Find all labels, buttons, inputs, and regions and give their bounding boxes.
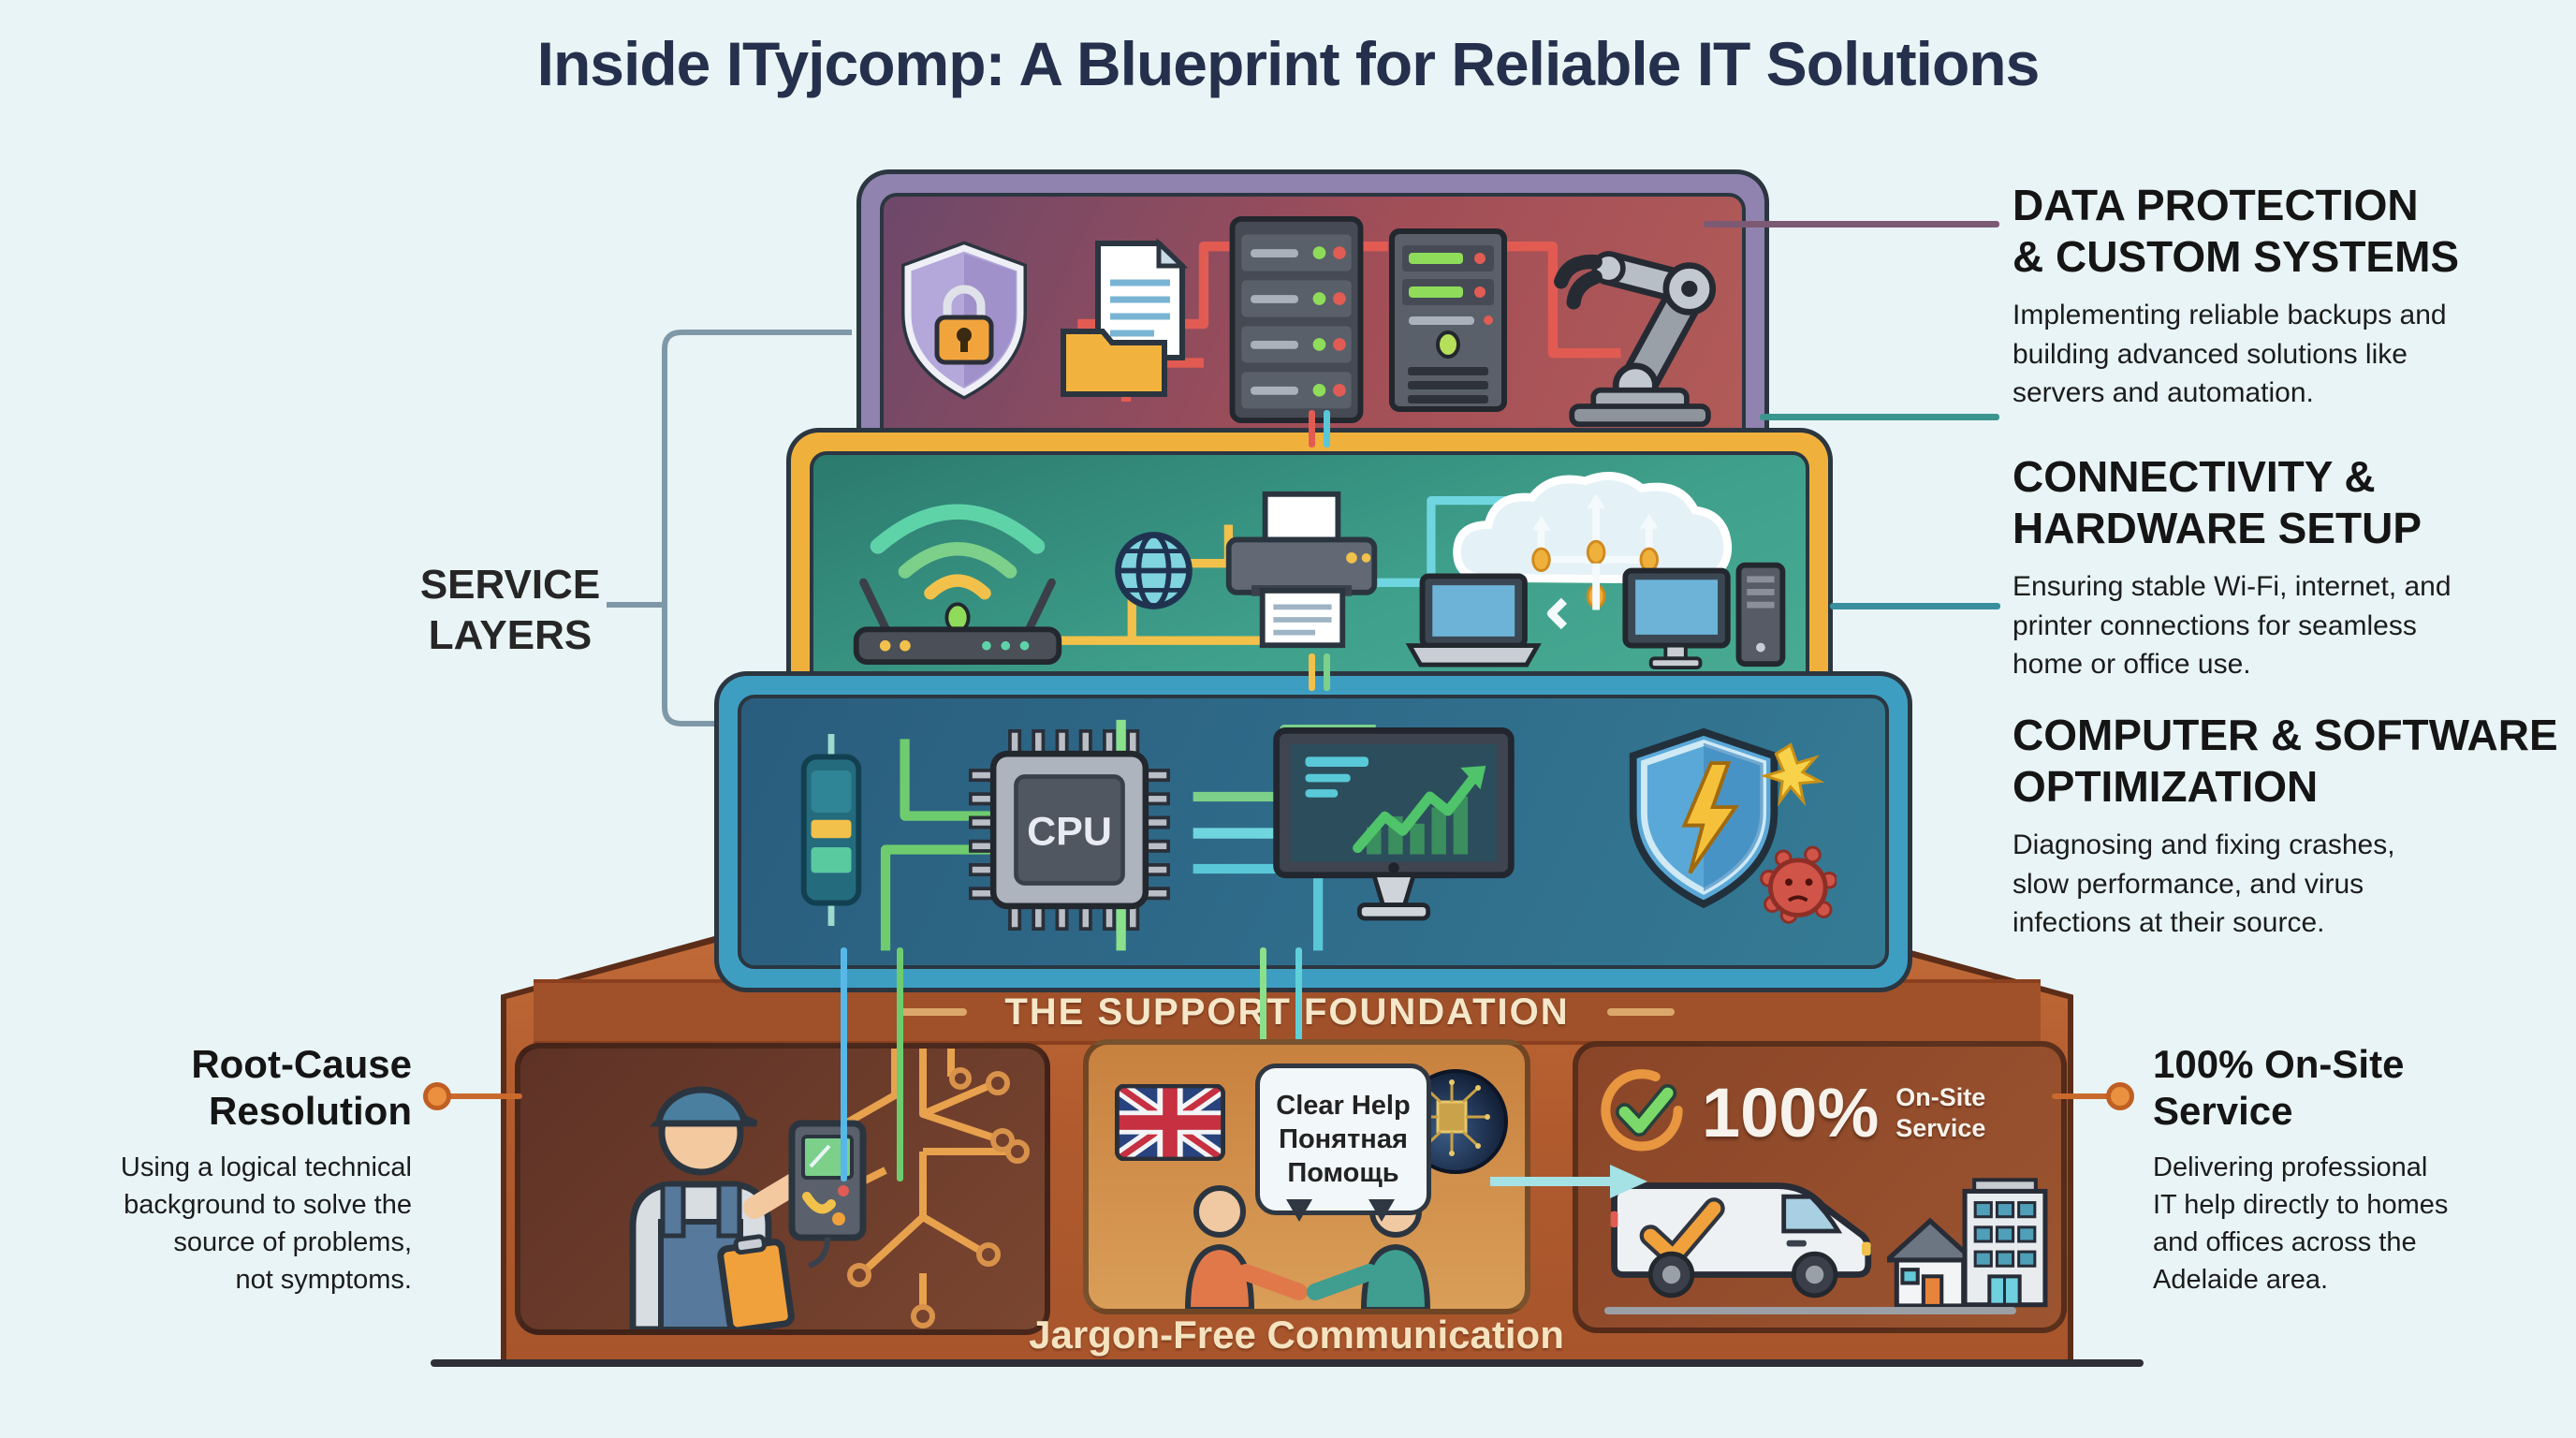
server-rack-icon [1226, 214, 1367, 430]
panel-root-cause [515, 1043, 1050, 1335]
wire-cyan-down-2 [1295, 947, 1302, 1041]
connector-line-data-protection [1704, 221, 1999, 227]
service-layers-bracket [607, 330, 852, 726]
wifi-router-icon [822, 475, 1093, 671]
stat-value: 100% [1702, 1074, 1880, 1152]
spark-icon [1760, 741, 1825, 807]
check-circle-icon [1599, 1067, 1685, 1158]
layer-optimization: CPU [719, 676, 1908, 988]
data-protection-description: Implementing reliable backups and buildi… [2012, 300, 2447, 409]
cloud-network-icon [1404, 468, 1797, 679]
road-line [1604, 1307, 2016, 1314]
connector-line-left [447, 1093, 522, 1099]
panel-onsite-service: 100% On-Site Service [1573, 1041, 2067, 1333]
connector-line-connectivity [1760, 414, 1999, 420]
wire-green [1324, 653, 1330, 691]
connector-dot-right [2106, 1082, 2134, 1110]
wire-green-down-2 [1260, 947, 1266, 1041]
people-talking-icon [1154, 1183, 1463, 1309]
page-title: Inside ITyjcomp: A Blueprint for Reliabl… [536, 29, 2041, 98]
technician-icon [629, 1086, 867, 1329]
robot-arm-icon [1530, 213, 1732, 433]
speech-bubble-text: Clear Help Понятная Помощь [1276, 1090, 1411, 1189]
wire-red [1309, 410, 1315, 448]
data-protection-title: DATA PROTECTION & CUSTOM SYSTEMS [2012, 181, 2460, 282]
shield-lock-icon [894, 241, 1034, 404]
printer-icon [1215, 489, 1388, 657]
virus-icon [1760, 845, 1838, 924]
documents-folder-icon [1056, 238, 1206, 406]
root-cause-description: Using a logical technical background to … [120, 1152, 412, 1295]
cpu-chip-icon: CPU [969, 728, 1171, 935]
layer-data-protection [861, 174, 1764, 470]
annotation-root-cause: Root-Cause Resolution Using a logical te… [56, 1041, 412, 1299]
speech-bubble-icon: Clear Help Понятная Помощь [1255, 1064, 1431, 1222]
panel-communication: Clear Help Понятная Помощь [1083, 1039, 1530, 1314]
service-van-icon [1601, 1157, 1891, 1310]
connectivity-title: CONNECTIVITY & HARDWARE SETUP [2012, 452, 2422, 553]
optimization-description: Diagnosing and fixing crashes, slow perf… [2012, 829, 2395, 939]
stat-label: On-Site Service [1895, 1083, 1986, 1142]
connector-line-optimization [1830, 603, 2000, 609]
connectivity-description: Ensuring stable Wi-Fi, internet, and pri… [2012, 571, 2452, 681]
wire-yellow [1309, 653, 1315, 691]
flow-arrow-icon [1490, 1165, 1647, 1198]
onsite-description: Delivering professional IT help directly… [2153, 1152, 2449, 1295]
connector-dot-left [423, 1082, 451, 1110]
server-tower-icon [1387, 227, 1509, 418]
performance-monitor-icon [1267, 725, 1520, 940]
wire-green-down [897, 947, 903, 1181]
onsite-title: 100% On-Site Service [2153, 1042, 2405, 1134]
globe-icon [1109, 526, 1198, 620]
annotation-onsite-service: 100% On-Site Service Delivering professi… [2153, 1041, 2527, 1299]
connector-line-right [2052, 1093, 2127, 1099]
annotation-connectivity: CONNECTIVITY & HARDWARE SETUP Ensuring s… [2012, 451, 2574, 684]
multimeter-icon [788, 1120, 867, 1269]
band-dash-left [900, 1008, 968, 1016]
root-cause-title: Root-Cause Resolution [191, 1042, 412, 1134]
wire-teal [1324, 410, 1330, 448]
cpu-label: CPU [1027, 809, 1112, 854]
clipboard-icon [717, 1234, 795, 1329]
jargon-free-label: Jargon-Free Communication [1029, 1313, 1564, 1357]
optimization-title: COMPUTER & SOFTWARE OPTIMIZATION [2012, 711, 2558, 812]
band-dash-right [1606, 1008, 1675, 1016]
service-layers-label: SERVICE LAYERS [419, 562, 601, 658]
house-icon [1881, 1217, 1980, 1313]
uk-flag-icon [1114, 1083, 1226, 1166]
fuse-icon [790, 733, 872, 931]
ground-line [431, 1359, 2144, 1367]
annotation-data-protection: DATA PROTECTION & CUSTOM SYSTEMS Impleme… [2012, 180, 2574, 413]
foundation-band: THE SUPPORT FOUNDATION [534, 979, 2041, 1045]
foundation-band-title: THE SUPPORT FOUNDATION [1004, 990, 1570, 1033]
antivirus-shield-icon [1617, 725, 1838, 940]
annotation-optimization: COMPUTER & SOFTWARE OPTIMIZATION Diagnos… [2012, 710, 2574, 943]
wire-blue-down [841, 947, 847, 1181]
office-building-icon [1960, 1176, 2050, 1313]
